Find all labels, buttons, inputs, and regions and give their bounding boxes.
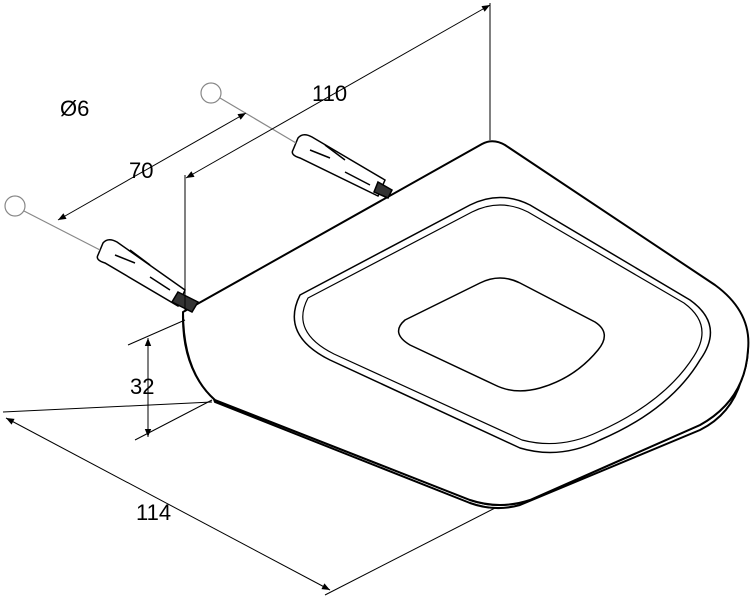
wall-plug-front bbox=[96, 239, 200, 313]
hole-circle-front bbox=[4, 195, 26, 217]
dim-32-label: 32 bbox=[130, 374, 154, 399]
dim-114-line bbox=[5, 417, 331, 591]
dim-114-label: 114 bbox=[136, 500, 171, 525]
hole-diameter-label: Ø6 bbox=[60, 96, 89, 121]
dish-recess-inner bbox=[302, 204, 703, 445]
wall-plug-back bbox=[291, 134, 393, 199]
soap-dish-body bbox=[181, 140, 750, 509]
hole-circle-back bbox=[200, 82, 222, 104]
dish-top-face bbox=[182, 140, 750, 506]
dim-70-line bbox=[57, 112, 247, 221]
dimension-lines bbox=[2, 3, 496, 596]
dish-recess-outer bbox=[293, 196, 712, 454]
dim-70-label: 70 bbox=[129, 158, 153, 183]
dim-110-label: 110 bbox=[312, 81, 347, 106]
dish-center-pad bbox=[397, 277, 605, 392]
